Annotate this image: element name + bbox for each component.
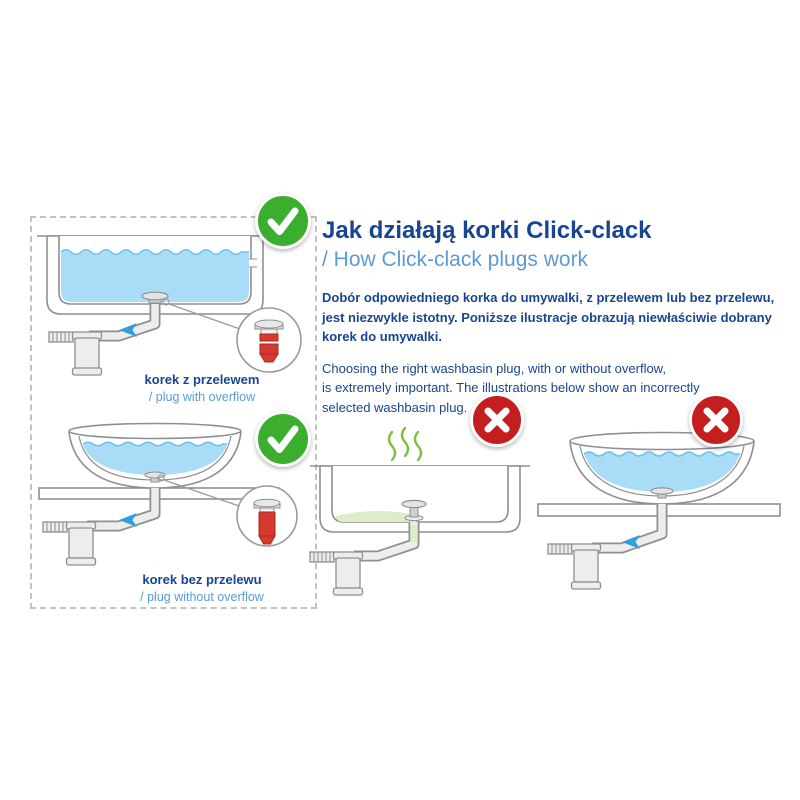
caption-with-overflow-en: / plug with overflow [148,389,256,404]
clickclack-plug [141,291,169,304]
clickclack-plug-open [401,499,427,522]
odor-lines [387,426,423,462]
correct-examples-panel: korek z przelewem / plug with overflow [30,193,317,609]
bottle-siphon [48,304,161,376]
water-fill [60,249,249,302]
bottle-siphon [42,488,161,566]
incorrect-example-builtin [306,393,534,619]
incorrect-example-vessel [534,393,784,620]
caption-without-overflow-en: / plug without overflow [140,589,264,604]
x-icon [689,393,743,447]
intro-paragraph-pl: Dobór odpowiedniego korka do umywalki, z… [322,290,775,345]
caption-without-overflow-pl: korek bez przelewu [142,572,262,587]
intro-section: Jak działają korki Click-clack / How Cli… [322,217,790,417]
overflow-opening [249,258,257,268]
countertop-basin [310,465,530,533]
check-icon [255,193,311,249]
plug-detail-magnifier [157,474,298,547]
flow-arrow [119,513,137,527]
illustration-basin-with-overflow [37,235,302,376]
caption-with-overflow-pl: korek z przelewem [144,372,260,387]
caption-with-overflow: korek z przelewem / plug with overflow [102,372,302,405]
bottle-siphon [547,504,668,590]
intro-paragraph-en: Choosing the right washbasin plug, with … [322,360,700,415]
x-icon [470,393,524,447]
plug-detail-magnifier [162,298,302,373]
page-title: Jak działają korki Click-clack [322,217,652,244]
check-icon [255,411,311,467]
water-fill [583,451,740,492]
flow-arrow [119,323,137,337]
illustration-vessel-wrong-plug [537,431,781,590]
flow-arrow [622,535,640,549]
illustration-builtin-wrong-plug [309,426,530,596]
water-fill [82,441,227,475]
page-subtitle: / How Click-clack plugs work [322,247,589,271]
clickclack-plug [144,471,166,483]
clickclack-plug [650,487,674,499]
caption-without-overflow: korek bez przelewu / plug without overfl… [102,572,302,605]
illustration-vessel-without-overflow [38,422,298,566]
bottle-siphon [309,522,420,596]
odor-residue [336,511,420,522]
